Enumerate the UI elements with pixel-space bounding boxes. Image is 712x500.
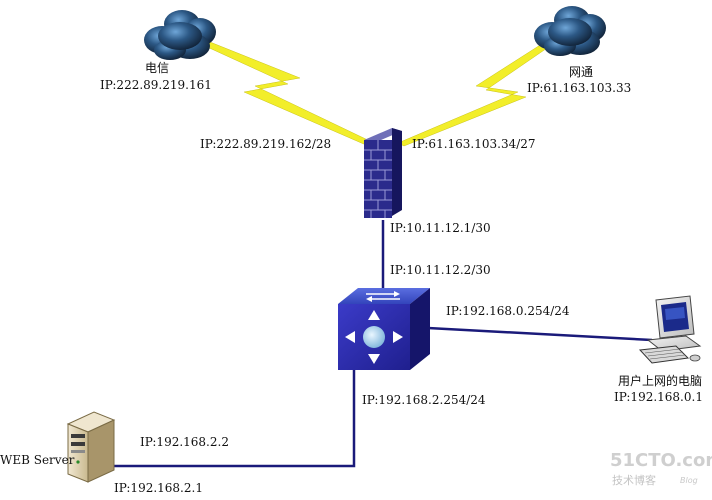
watermark-blog: Blog: [680, 476, 698, 485]
firewall-icon: [364, 128, 402, 218]
wan-link-telecom: [204, 41, 373, 146]
pc-name: 用户上网的电脑: [618, 373, 702, 388]
watermark-tagline: 技术博客: [612, 473, 656, 487]
firewall-inside-ip: IP:10.11.12.1/30: [390, 221, 491, 235]
firewall-netcom-ip: IP:61.163.103.34/27: [412, 137, 536, 151]
link-switch-server: [113, 368, 356, 468]
watermark-brand: 51CTO.com: [610, 450, 712, 471]
server-gateway-ip: IP:192.168.2.2: [140, 435, 229, 449]
netcom-name: 网通: [569, 65, 593, 79]
pc-ip: IP:192.168.0.1: [614, 390, 703, 404]
pc-icon: [638, 295, 702, 364]
server-icon: [66, 411, 116, 483]
switch-icon: [338, 288, 430, 370]
wan-link-netcom: [397, 39, 554, 147]
server-name: WEB Server: [0, 453, 75, 467]
netcom-ip: IP:61.163.103.33: [527, 81, 631, 95]
cloud-netcom-icon: [534, 6, 606, 56]
telecom-name: 电信: [145, 61, 169, 75]
switch-pc-ip: IP:192.168.0.254/24: [446, 304, 570, 318]
cloud-telecom-icon: [144, 10, 216, 60]
firewall-telecom-ip: IP:222.89.219.162/28: [200, 137, 331, 151]
watermark-logo: 51CTO.com 技术博客 Blog: [610, 450, 712, 487]
telecom-ip: IP:222.89.219.161: [100, 78, 212, 92]
server-ip: IP:192.168.2.1: [114, 481, 203, 495]
switch-uplink-ip: IP:10.11.12.2/30: [390, 263, 491, 277]
switch-server-ip: IP:192.168.2.254/24: [362, 393, 486, 407]
link-switch-pc: [427, 326, 653, 342]
